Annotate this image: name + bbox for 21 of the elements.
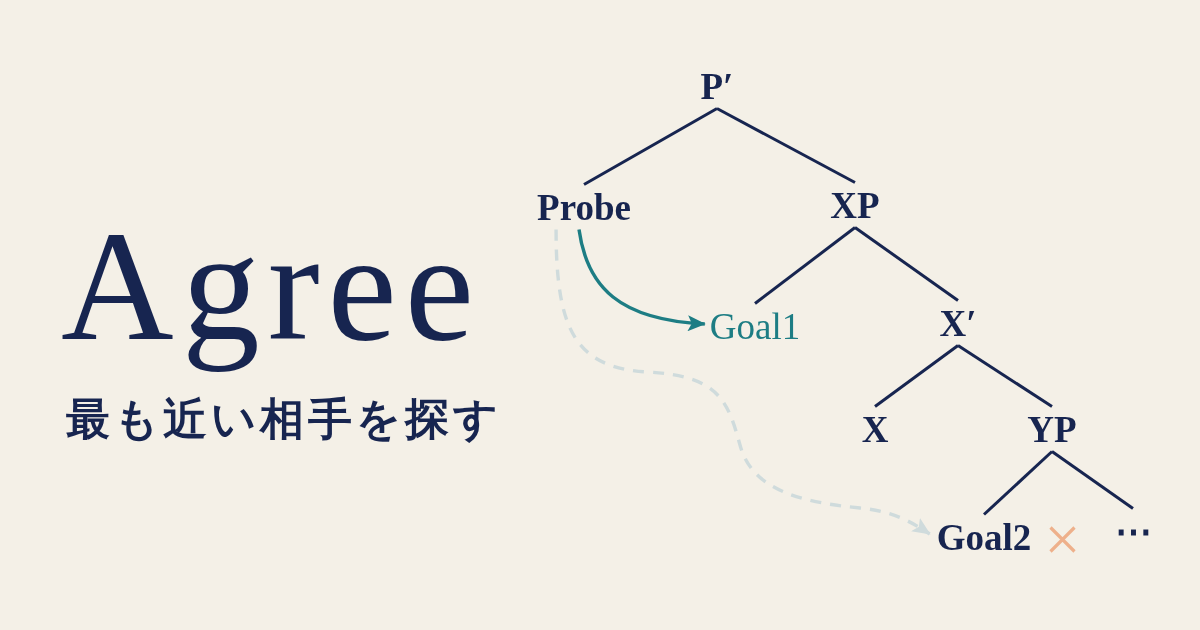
tree-label: X′ bbox=[936, 300, 980, 346]
arrow bbox=[577, 229, 706, 331]
tree-label: X bbox=[858, 406, 892, 452]
tree-label: Probe bbox=[534, 184, 634, 230]
branch-line bbox=[957, 344, 1053, 408]
title: Agree bbox=[61, 199, 483, 375]
tree-label: Goal1 bbox=[706, 303, 804, 349]
tree-label: YP bbox=[1024, 406, 1080, 452]
subtitle: 最も近い相手を探す bbox=[66, 397, 502, 441]
tree-label: Goal2 bbox=[933, 514, 1035, 560]
branch-line bbox=[854, 226, 959, 302]
branch-line bbox=[983, 450, 1053, 516]
branch-line bbox=[583, 107, 718, 186]
tree-label: XP bbox=[827, 182, 883, 228]
tree-label: ⋯ bbox=[1111, 508, 1155, 554]
branch-line bbox=[754, 226, 856, 305]
dashed-arrow bbox=[554, 229, 931, 536]
branch-line bbox=[874, 344, 959, 408]
branch-line bbox=[1051, 450, 1134, 510]
tree-label: P′ bbox=[697, 63, 737, 109]
branch-line bbox=[716, 107, 856, 184]
